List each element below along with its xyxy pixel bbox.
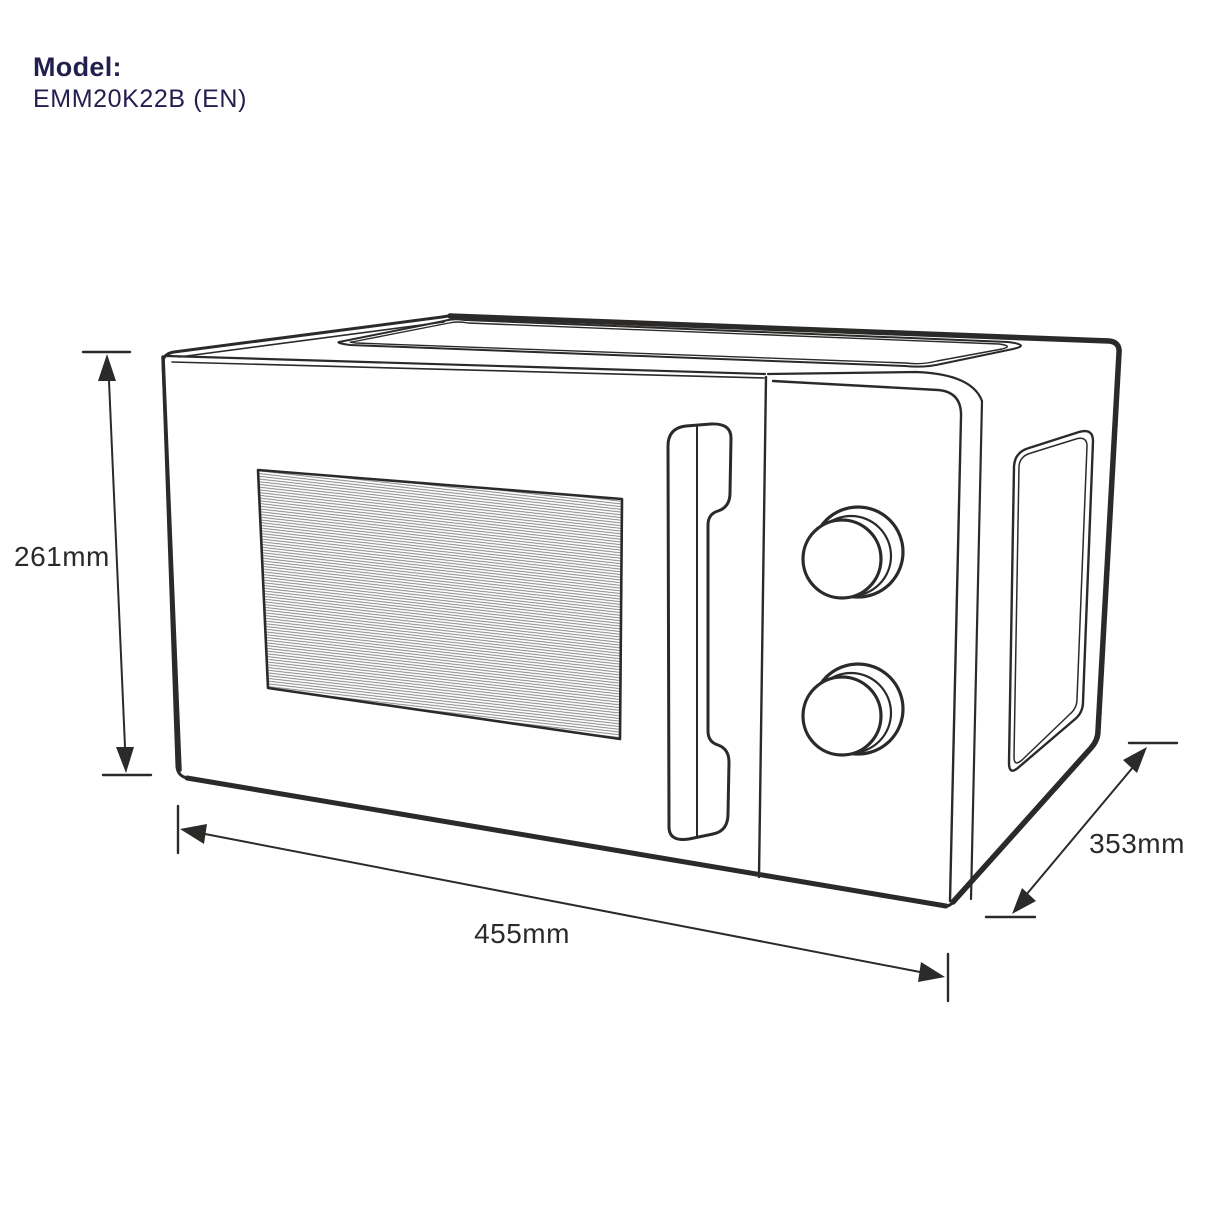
knob-top-front — [801, 518, 883, 600]
front-top-edge — [165, 354, 767, 376]
control-panel-edge — [771, 379, 963, 903]
side-recess-outer — [1007, 429, 1095, 772]
height-dimension-label: 261mm — [14, 541, 110, 572]
width-dimension: 455mm — [176, 804, 950, 1003]
top-inset-panel — [337, 318, 1022, 368]
depth-dimension-label: 353mm — [1089, 828, 1185, 859]
arrowhead-left-icon — [180, 824, 207, 844]
door-handle — [666, 422, 733, 841]
front-top-edge-inner-line — [171, 361, 765, 379]
model-number: EMM20K22B (EN) — [33, 85, 247, 113]
depth-dimension: 353mm — [984, 741, 1185, 919]
handle-outline — [666, 422, 733, 841]
width-dimension-label: 455mm — [474, 918, 570, 949]
back-right-heavy-edge — [447, 313, 1122, 905]
knob-top — [801, 505, 905, 600]
door-divider-line — [757, 375, 768, 879]
bottom-front-heavy-edge — [184, 775, 949, 909]
front-left-edge — [161, 355, 182, 772]
knob-bottom — [801, 662, 905, 757]
top-left-edge-inner-line — [178, 321, 445, 358]
side-recess — [1007, 429, 1095, 772]
front-right-corner-edge — [766, 370, 984, 901]
microwave-drawing — [161, 313, 1122, 909]
height-dimension: 261mm — [14, 350, 153, 777]
dimension-line — [204, 833, 921, 973]
header: Model: EMM20K22B (EN) — [33, 52, 247, 113]
top-inset-outer — [337, 318, 1022, 368]
arrowhead-up-right-icon — [1123, 747, 1147, 773]
knob-bottom-front — [801, 675, 883, 757]
arrowhead-down-left-icon — [1012, 888, 1036, 914]
arrowhead-down-icon — [116, 747, 134, 773]
arrowhead-right-icon — [918, 962, 945, 982]
dimension-line — [108, 380, 126, 748]
top-inset-inner — [349, 321, 1008, 365]
dimension-line — [1025, 765, 1135, 896]
door-window — [256, 468, 624, 741]
arrowhead-up-icon — [98, 354, 116, 381]
side-recess-inner — [1013, 437, 1088, 764]
model-label: Model: — [33, 52, 122, 82]
